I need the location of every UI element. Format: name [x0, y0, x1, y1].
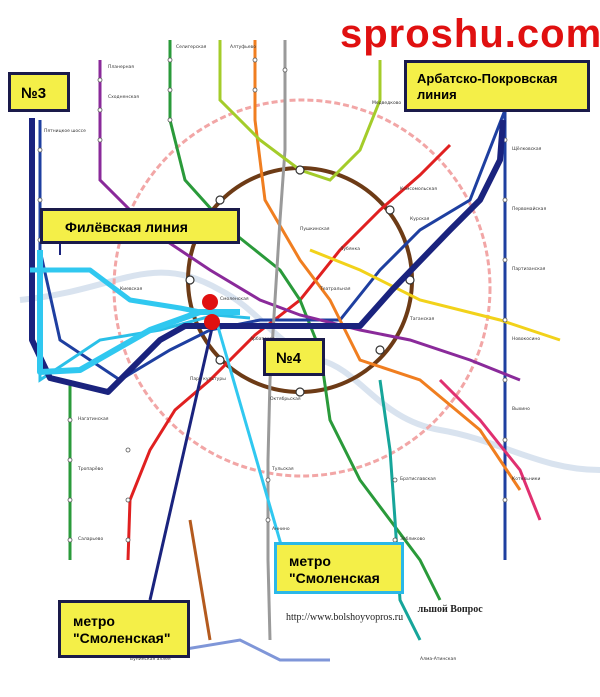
svg-text:Саларьево: Саларьево	[78, 536, 103, 542]
svg-text:Театральная: Театральная	[319, 286, 351, 292]
svg-text:Октябрьская: Октябрьская	[270, 396, 301, 402]
yellow-line	[309, 248, 561, 342]
svg-text:Комсомольская: Комсомольская	[400, 186, 437, 192]
svg-text:Котельники: Котельники	[512, 476, 540, 482]
svg-text:Парк культуры: Парк культуры	[190, 376, 226, 382]
orange-line	[253, 40, 522, 491]
callout-no3: №3	[8, 72, 70, 112]
callout-filevskaya: Филёвская линия	[40, 208, 240, 244]
callout-smolenskaya-right-label: метро "Смоленская	[289, 553, 380, 586]
dark-blue-line	[38, 109, 507, 560]
callout-smolenskaya-left-label: метро "Смоленская"	[73, 613, 171, 646]
pointer-smolenskaya-left	[148, 327, 214, 601]
source-url: http://www.bolshoyvopros.ru	[286, 612, 404, 623]
arbatsko-highlight	[29, 118, 506, 395]
svg-text:Селигерская: Селигерская	[176, 44, 207, 50]
svg-text:Медведково: Медведково	[372, 100, 401, 106]
svg-text:Лубянка: Лубянка	[340, 246, 360, 252]
callout-filevskaya-label: Филёвская линия	[65, 219, 188, 235]
salad-line	[218, 40, 382, 182]
svg-text:Зябликово: Зябликово	[400, 536, 425, 542]
station-dots	[37, 57, 508, 543]
svg-text:Выхино: Выхино	[512, 406, 530, 412]
source-extra: льшой Вопрос	[417, 604, 483, 615]
svg-text:Партизанская: Партизанская	[512, 266, 546, 272]
svg-text:Таганская: Таганская	[409, 316, 435, 322]
transfer-nodes	[185, 165, 415, 397]
svg-text:Пушкинская: Пушкинская	[300, 226, 330, 232]
pointer-smolenskaya-right	[210, 305, 284, 549]
svg-text:Аннино: Аннино	[272, 526, 290, 532]
purple-line	[98, 60, 521, 382]
callout-arbatsko: Арбатско-Покровская линия	[404, 60, 590, 112]
callout-no4-label: №4	[276, 350, 302, 367]
callout-no4: №4	[263, 338, 325, 376]
svg-text:Арбатская: Арбатская	[250, 336, 275, 342]
teal-line	[378, 379, 422, 641]
station-labels: Селигерская Алтуфьево Планерная Сходненс…	[44, 44, 546, 662]
source-credit: http://www.bolshoyvopros.ru льшой Вопрос	[286, 604, 483, 623]
marker-smolenskaya-filevskaya	[202, 294, 218, 310]
svg-text:Братиславская: Братиславская	[400, 476, 436, 482]
svg-text:Сходненская: Сходненская	[108, 94, 139, 100]
svg-text:Планерная: Планерная	[108, 64, 134, 70]
callout-smolenskaya-right: метро "Смоленская	[274, 542, 404, 594]
callout-smolenskaya-left: метро "Смоленская"	[58, 600, 190, 658]
green-line	[168, 40, 442, 601]
callout-arbatsko-label: Арбатско-Покровская линия	[417, 71, 558, 102]
red-line	[126, 143, 452, 561]
svg-text:Новокосино: Новокосино	[512, 336, 540, 342]
filevskaya-branch	[30, 267, 201, 315]
svg-text:Щёлковская: Щёлковская	[512, 146, 542, 152]
svg-text:Тульская: Тульская	[271, 466, 294, 472]
callout-no3-label: №3	[21, 85, 47, 102]
svg-text:Первомайская: Первомайская	[512, 205, 546, 212]
filevskaya-highlight	[37, 250, 240, 375]
pink-line	[438, 378, 542, 521]
svg-text:Смоленская: Смоленская	[220, 296, 249, 302]
svg-text:Курская: Курская	[410, 216, 430, 222]
brown-grey-line	[188, 519, 212, 641]
svg-text:Тропарёво: Тропарёво	[77, 466, 103, 472]
svg-text:Нагатинская: Нагатинская	[78, 416, 109, 422]
svg-text:Алтуфьево: Алтуфьево	[230, 44, 256, 50]
svg-text:Бунинская аллея: Бунинская аллея	[130, 656, 171, 662]
svg-text:Пятницкое шоссе: Пятницкое шоссе	[44, 128, 86, 134]
svg-text:Киевская: Киевская	[120, 286, 142, 292]
watermark-text: sproshu.com	[340, 12, 600, 56]
svg-text:Алма-Атинская: Алма-Атинская	[420, 656, 456, 662]
marker-smolenskaya-arbatsko	[204, 314, 220, 330]
